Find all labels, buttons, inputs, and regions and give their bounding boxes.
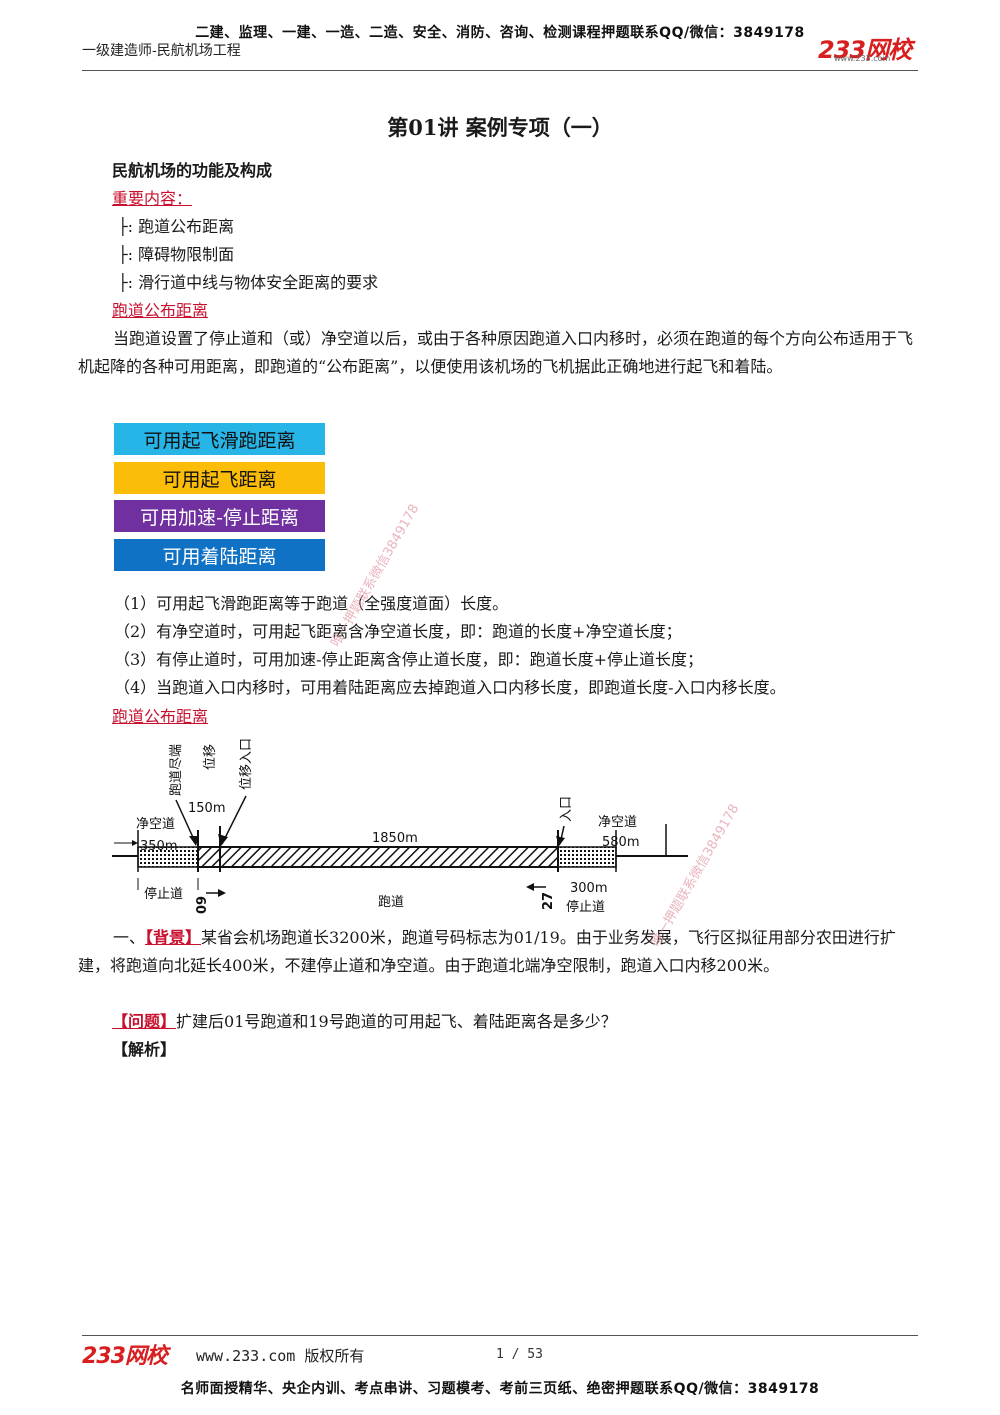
logo-text: 233网校 [818,36,912,64]
case-prefix: 一、 [113,928,146,947]
question-tag: 【问题】 [112,1012,177,1031]
top-banner: 二建、监理、一建、一造、二造、安全、消防、咨询、检测课程押题联系QQ/微信：38… [195,25,805,41]
bottom-banner: 名师面授精华、央企内训、考点串讲、习题模考、考前三页纸、绝密押题联系QQ/微信：… [180,1381,820,1397]
intro-paragraph: 当跑道设置了停止道和（或）净空道以后，或由于各种原因跑道入口内移时，必须在跑道的… [78,329,914,376]
definition-item: （3）有停止道时，可用加速-停止距离含停止道长度，即：跑道长度+停止道长度； [114,650,703,669]
bar-lda: 可用着陆距离 [114,539,325,571]
footer-logo-text: 233网校 [82,1344,168,1369]
bar-asda: 可用加速-停止距离 [114,500,325,532]
bullet-marker: ├: [118,245,134,264]
bullet-item: ├: 跑道公布距离 [118,213,234,241]
footer-divider [82,1335,918,1336]
subheading-diagram: 跑道公布距离 [112,707,209,726]
background-text: 某省会机场跑道长3200米，跑道号码标志为01/19。由于业务发展，飞行区拟征用… [78,928,896,975]
case-question: 【问题】扩建后01号跑道和19号跑道的可用起飞、着陆距离各是多少？ [112,1008,617,1036]
header-divider [82,70,918,71]
definition-item: （1）可用起飞滑跑距离等于跑道（全强度道面）长度。 [114,594,509,613]
label-350m: 350m [140,839,177,854]
header-logo: 233网校 [818,30,912,65]
subheading-declared-distance: 跑道公布距离 [112,301,209,320]
label-27: 27 [541,892,556,910]
label-runway: 跑道 [378,895,404,910]
label-stopway-left: 停止道 [144,886,183,902]
runway-strip [197,846,559,868]
bullet-text: 跑道公布距离 [138,217,235,236]
logo-url: www.233.com [834,54,891,63]
bar-label: 可用加速-停止距离 [140,506,299,529]
bullet-text: 障碍物限制面 [138,245,235,264]
label-clearway-left: 净空道 [136,817,175,832]
label-580m: 580m [602,835,639,850]
case-background: 一、【背景】某省会机场跑道长3200米，跑道号码标志为01/19。由于业务发展，… [78,924,924,980]
bullet-marker: ├: [118,273,134,292]
label-threshold: 入口 [559,796,574,822]
background-tag: 【背景】 [145,928,202,947]
label-150m: 150m [188,801,225,816]
label-displacement: 位移 [203,744,218,770]
definition-item: （4）当跑道入口内移时，可用着陆距离应去掉跑道入口内移长度，即跑道长度-入口内移… [114,678,786,697]
label-stopway-right: 停止道 [566,899,605,915]
bar-toda: 可用起飞距离 [114,462,325,494]
label-displaced-threshold: 位移入口 [239,738,254,790]
label-clearway-right: 净空道 [598,815,637,830]
footer-logo: 233网校 [82,1338,168,1370]
bar-label: 可用着陆距离 [162,545,277,568]
label-60: 60 [192,896,207,914]
bar-label: 可用起飞滑跑距离 [143,429,296,452]
lecture-title: 第01讲 案例专项（一） [387,115,613,140]
bullet-marker: ├: [118,217,134,236]
stopway-right [557,846,617,868]
label-300m: 300m [570,881,607,896]
bullet-item: ├: 障碍物限制面 [118,241,234,269]
question-text: 扩建后01号跑道和19号跑道的可用起飞、着陆距离各是多少？ [176,1012,617,1031]
subject-label: 一级建造师-民航机场工程 [82,43,241,59]
label-1850m: 1850m [372,831,418,846]
footer-site: www.233.com 版权所有 [196,1347,365,1365]
runway-diagram: 跑道尽端 位移 位移入口 150m 净空道 350m 1850m 入口 净空道 … [112,738,688,915]
page-number: 1 / 53 [496,1347,543,1362]
bar-label: 可用起飞距离 [162,468,277,491]
analysis-tag: 【解析】 [112,1040,177,1059]
definition-item: （2）有净空道时，可用起飞距离含净空道长度，即：跑道的长度+净空道长度； [114,622,682,641]
key-content-label: 重要内容： [112,189,193,208]
label-runway-end: 跑道尽端 [169,744,184,796]
bar-tora: 可用起飞滑跑距离 [114,423,325,455]
bullet-item: ├: 滑行道中线与物体安全距离的要求 [118,269,378,297]
bullet-text: 滑行道中线与物体安全距离的要求 [138,273,379,292]
section-heading: 民航机场的功能及构成 [112,161,273,180]
